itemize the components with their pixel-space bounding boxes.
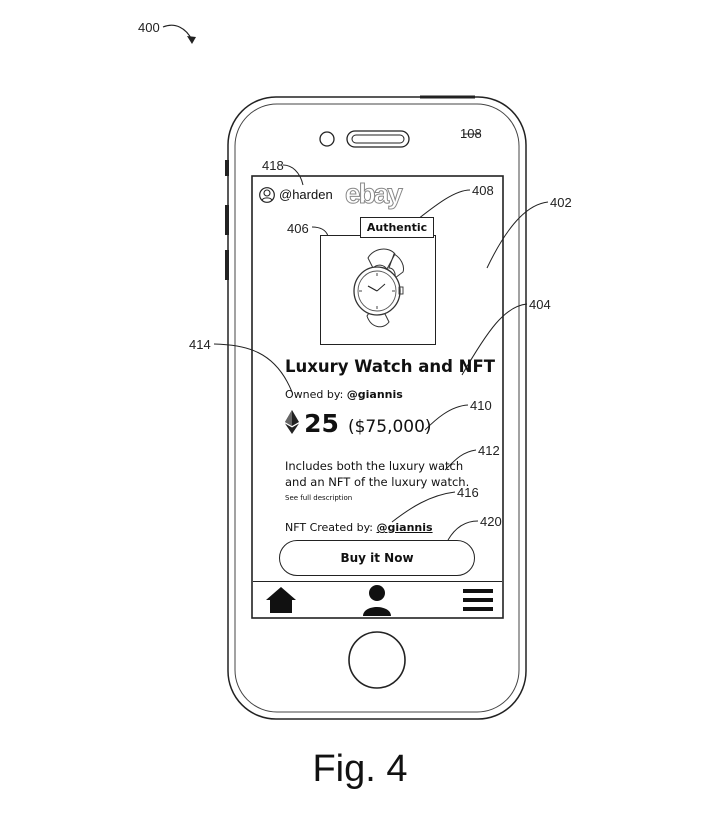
nav-home[interactable] [259, 582, 303, 618]
ref-400-arrow [162, 24, 193, 41]
ref-numeral-406: 406 [287, 221, 309, 236]
home-button [348, 631, 406, 689]
ref-418-leader [282, 164, 304, 186]
user-avatar-icon[interactable] [259, 186, 275, 204]
home-icon [266, 587, 296, 613]
mute-switch [225, 160, 229, 176]
ref-400-arrowhead [187, 36, 196, 44]
ref-numeral-408: 408 [472, 183, 494, 198]
ref-412-leader [444, 449, 477, 471]
ethereum-icon [285, 410, 299, 434]
phone-body-inner [234, 103, 520, 713]
ref-numeral-414: 414 [189, 337, 211, 352]
see-full-description-link[interactable]: See full description [285, 494, 353, 502]
ref-420-leader [447, 520, 479, 541]
wristwatch-icon [353, 248, 404, 328]
ebay-logo[interactable]: ebay [345, 178, 404, 210]
ref-numeral-108: 108 [460, 126, 482, 141]
ref-numeral-410: 410 [470, 398, 492, 413]
volume-up-button [225, 205, 229, 235]
price-usd: ($75,000) [347, 417, 432, 437]
product-image[interactable] [320, 235, 436, 345]
ref-416-leader [391, 491, 456, 523]
ref-numeral-420: 420 [480, 514, 502, 529]
nft-created-label: NFT Created by: [285, 521, 374, 534]
listing-description: Includes both the luxury watch and an NF… [285, 459, 470, 489]
front-camera [319, 131, 335, 147]
owned-by-line: Owned by: @giannis [285, 388, 403, 401]
screen-border [251, 175, 504, 619]
menu-icon [463, 589, 493, 611]
product-title: Luxury Watch and NFT [285, 357, 495, 376]
ref-408-leader [417, 189, 471, 220]
owner-handle[interactable]: @giannis [346, 388, 403, 401]
ref-402-leader [486, 201, 549, 269]
nft-created-line: NFT Created by: @giannis [285, 521, 433, 534]
bottom-nav [253, 581, 502, 618]
owned-by-label: Owned by: [285, 388, 344, 401]
ref-404-leader [461, 303, 528, 376]
ref-410-leader [424, 404, 469, 431]
earpiece-speaker [346, 130, 410, 148]
nft-creator-link[interactable]: @giannis [376, 521, 433, 534]
ref-numeral-404: 404 [529, 297, 551, 312]
user-handle[interactable]: @harden [279, 187, 333, 202]
ref-414-leader [213, 343, 293, 393]
volume-down-button [225, 250, 229, 280]
price-row: 25 ($75,000) [285, 409, 432, 438]
nav-menu[interactable] [456, 582, 500, 618]
buy-it-now-button[interactable]: Buy it Now [279, 540, 475, 576]
ref-numeral-402: 402 [550, 195, 572, 210]
profile-icon [363, 585, 391, 616]
ref-numeral-400: 400 [138, 20, 160, 35]
phone-body-outer [227, 96, 527, 720]
ref-406-leader [311, 226, 329, 237]
price-eth: 25 [304, 409, 339, 438]
ref-numeral-412: 412 [478, 443, 500, 458]
ref-numeral-416: 416 [457, 485, 479, 500]
figure-caption: Fig. 4 [312, 748, 408, 790]
nav-profile[interactable] [355, 582, 399, 618]
earpiece-grille [351, 134, 405, 144]
authentic-badge: Authentic [360, 217, 434, 238]
ref-numeral-418: 418 [262, 158, 284, 173]
